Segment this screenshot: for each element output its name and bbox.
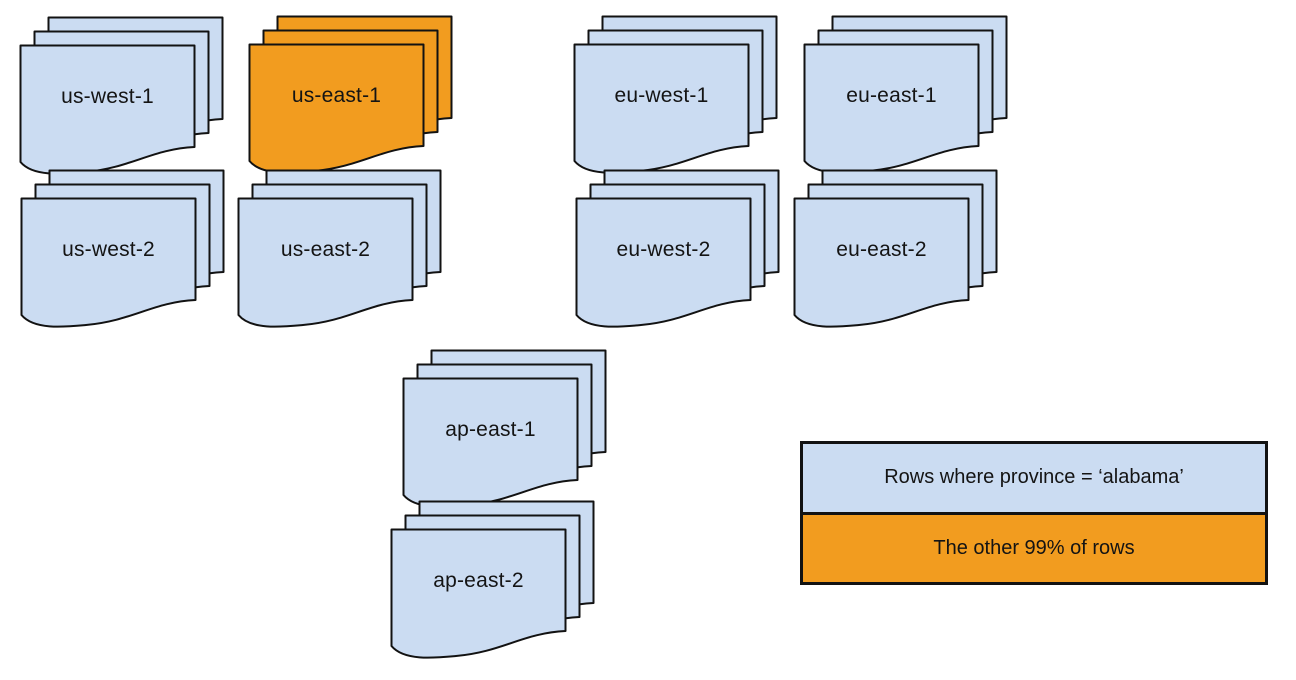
legend-label-alabama: Rows where province = ‘alabama’: [884, 466, 1184, 489]
region-label: us-west-1: [61, 85, 154, 108]
region-label: eu-east-2: [836, 238, 927, 261]
legend-row-alabama: Rows where province = ‘alabama’: [803, 444, 1265, 512]
region-label: eu-west-1: [614, 84, 709, 107]
region-label: ap-east-2: [433, 569, 524, 592]
legend-row-other: The other 99% of rows: [803, 511, 1265, 582]
legend: Rows where province = ‘alabama’ The othe…: [800, 441, 1268, 585]
legend-label-other: The other 99% of rows: [933, 536, 1135, 559]
region-stack-eu-west-1: eu-west-1: [573, 15, 778, 175]
region-label: eu-east-1: [846, 84, 937, 107]
region-stack-eu-west-2: eu-west-2: [575, 169, 780, 329]
region-stack-us-west-1: us-west-1: [19, 16, 224, 176]
region-stack-ap-east-2: ap-east-2: [390, 500, 595, 660]
region-stack-eu-east-2: eu-east-2: [793, 169, 998, 329]
region-stack-us-west-2: us-west-2: [20, 169, 225, 329]
region-stack-ap-east-1: ap-east-1: [402, 349, 607, 509]
region-stack-us-east-1: us-east-1: [248, 15, 453, 175]
region-label: us-east-1: [291, 84, 382, 107]
region-label: ap-east-1: [445, 418, 536, 441]
region-label: us-west-2: [62, 238, 155, 261]
region-label: us-east-2: [280, 238, 371, 261]
region-stack-us-east-2: us-east-2: [237, 169, 442, 329]
region-label: eu-west-2: [616, 238, 711, 261]
region-stack-eu-east-1: eu-east-1: [803, 15, 1008, 175]
